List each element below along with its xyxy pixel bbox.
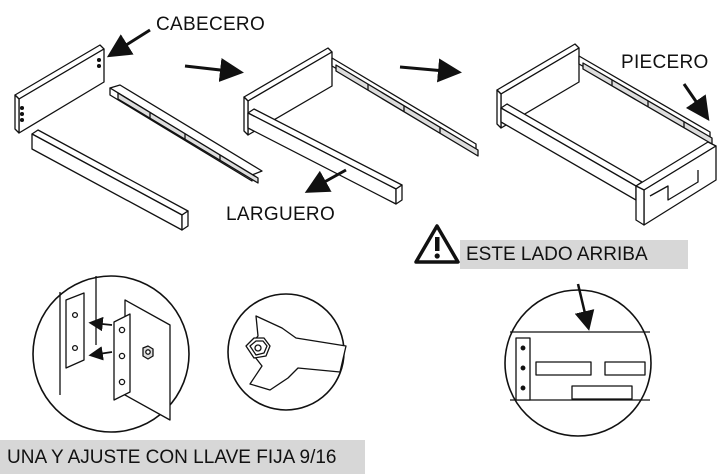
footboard-pointer-arrow bbox=[682, 83, 710, 121]
instruction-banner: UNA Y AJUSTE CON LLAVE FIJA 9/16 bbox=[0, 440, 365, 474]
hex-bolt-icon bbox=[142, 345, 154, 360]
side-rail-part bbox=[109, 84, 263, 184]
this-side-up-banner: ESTE LADO ARRIBA bbox=[460, 240, 688, 269]
instruction-label: UNA Y AJUSTE CON LLAVE FIJA 9/16 bbox=[7, 447, 337, 468]
step-1-parts bbox=[14, 44, 263, 231]
footboard-label: PIECERO bbox=[621, 52, 709, 73]
step-2-assembly bbox=[243, 47, 479, 205]
headboard-panel bbox=[14, 44, 105, 134]
open-end-wrench-icon bbox=[245, 315, 347, 391]
larguero-board bbox=[31, 129, 189, 231]
step-arrow-1 bbox=[184, 58, 244, 82]
step-arrow-2 bbox=[399, 58, 462, 83]
warning-triangle-icon bbox=[414, 224, 460, 264]
headboard-pointer-arrow bbox=[106, 28, 151, 58]
this-side-up-label: ESTE LADO ARRIBA bbox=[466, 244, 648, 265]
side-rail-label: LARGUERO bbox=[226, 204, 336, 225]
wrench-detail-circle bbox=[227, 293, 347, 411]
bracket-detail-circle bbox=[32, 275, 190, 433]
step-3-completed-drawer bbox=[496, 43, 717, 226]
side-rail-pointer-arrow bbox=[304, 168, 347, 193]
headboard-label: CABECERO bbox=[156, 14, 266, 35]
this-side-up-detail-circle bbox=[504, 283, 652, 437]
